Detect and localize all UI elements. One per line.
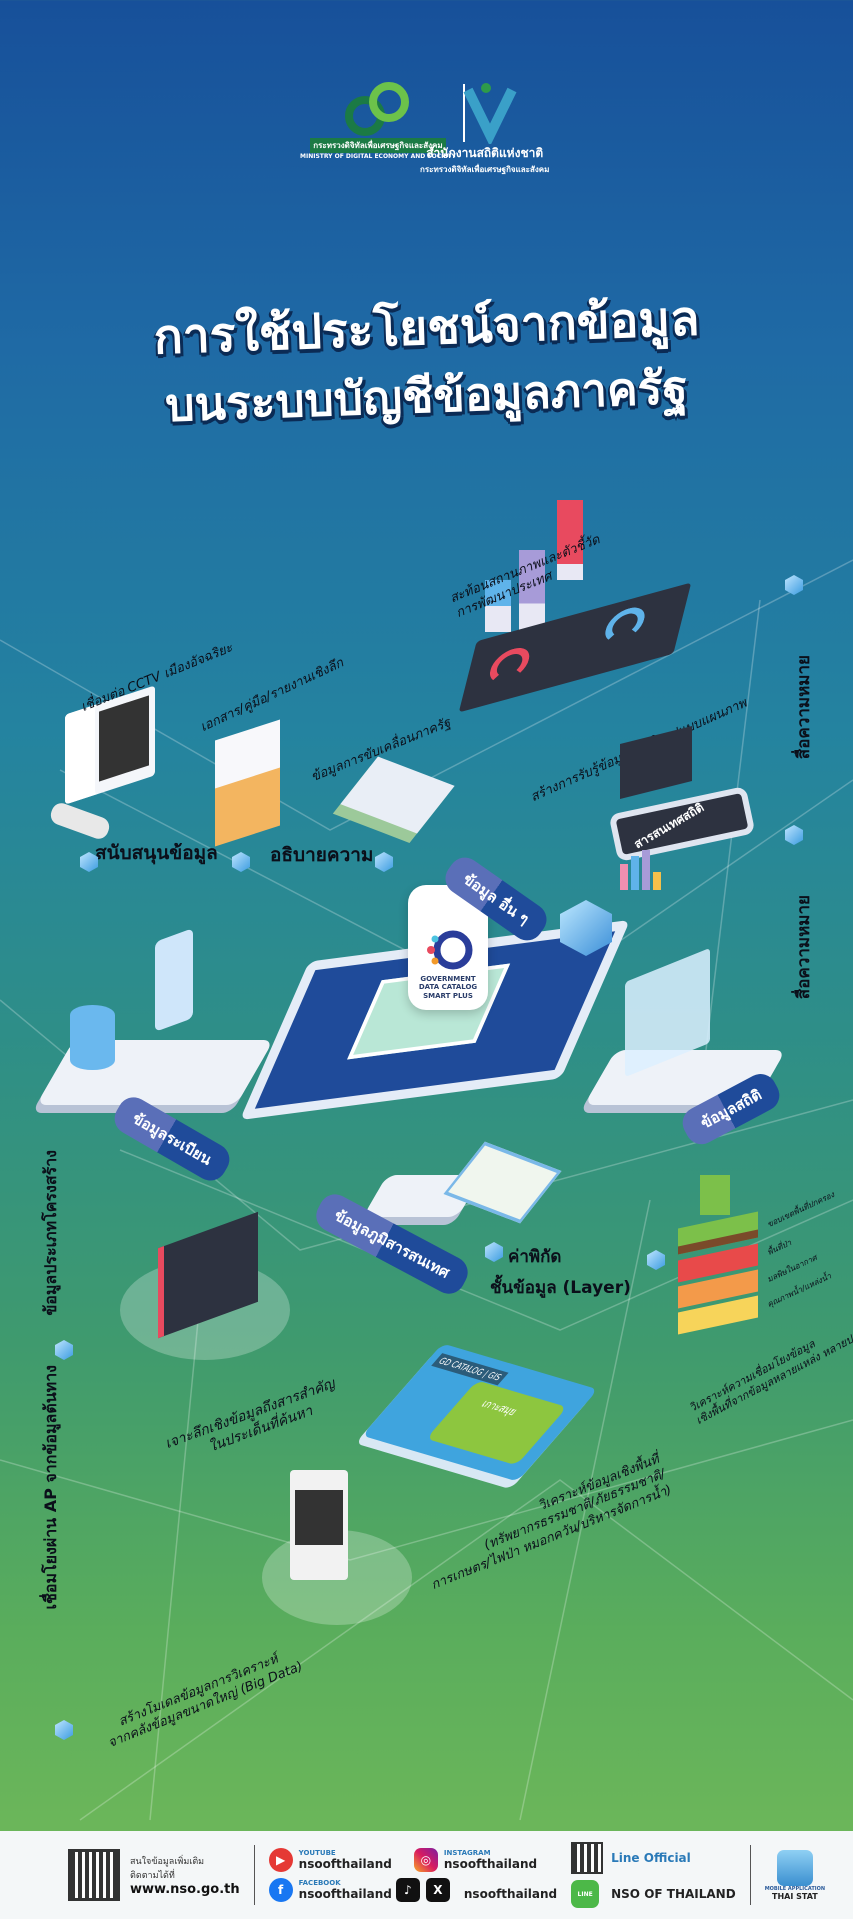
- cctv-label: เชื่อมต่อ CCTV เมืองอัจฉริยะ: [78, 640, 235, 716]
- structured-data-label: ข้อมูลประเภทโครงสร้าง: [41, 1150, 60, 1316]
- topo-map: [443, 1141, 562, 1224]
- tiktok-icon: ♪: [395, 1878, 420, 1902]
- app-name: THAI STAT: [771, 1891, 818, 1901]
- tablet-screen: [155, 928, 193, 1032]
- bigdata-server: [290, 1470, 348, 1580]
- mdes-logo: กระทรวงดิจิทัลเพื่อเศรษฐกิจและสังคม MINI…: [300, 78, 456, 160]
- gdc-line1: GOVERNMENT: [420, 974, 476, 983]
- x-icon: X: [425, 1878, 450, 1902]
- gdc-logo-card: GOVERNMENT DATA CATALOG SMART PLUS: [408, 885, 488, 1010]
- qr-code-line: [571, 1842, 604, 1874]
- meaning-label-2: สื่อความหมาย: [794, 895, 814, 1000]
- cctv-camera: [48, 800, 112, 842]
- spatial-analysis-label: วิเคราะห์ข้อมูลเชิงพื้นที่(ทรัพยากรธรรมช…: [428, 1451, 674, 1593]
- badge-registry: ข้อมูลระเบียน: [108, 1091, 236, 1187]
- cube-icon: [55, 1720, 73, 1740]
- app-label: MOBILE APPLICATION: [764, 1885, 826, 1892]
- layer-label: ชั้นข้อมูล (Layer): [490, 1278, 631, 1298]
- facebook-icon: f: [268, 1878, 293, 1902]
- layer-item: พื้นที่ป่า: [765, 1238, 793, 1258]
- instagram-icon: ◎: [413, 1848, 438, 1872]
- gdc-line3: SMART PLUS: [423, 991, 473, 1000]
- footer-more-text: สนใจข้อมูลเพิ่มเติม: [130, 1856, 205, 1867]
- cube-icon: [647, 1250, 665, 1270]
- facebook-account: nsoofthailand: [298, 1887, 392, 1901]
- meaning-label-1: สื่อความหมาย: [794, 655, 814, 760]
- mdes-name-en: MINISTRY OF DIGITAL ECONOMY AND SOCIETY: [300, 153, 456, 160]
- youtube-icon: ▶: [268, 1848, 293, 1872]
- cube-icon: [80, 852, 98, 872]
- document-folder: [215, 719, 280, 847]
- line-account[interactable]: NSO OF THAILAND: [611, 1887, 736, 1901]
- mini-bars: [620, 850, 661, 890]
- nso-logo: สำนักงานสถิติแห่งชาติ กระทรวงดิจิทัลเพื่…: [420, 80, 549, 176]
- thai-stat-app-icon: [776, 1849, 813, 1886]
- tree-icon: [700, 1175, 730, 1215]
- website-link[interactable]: www.nso.go.th: [130, 1881, 240, 1897]
- qr-code-website: [68, 1849, 120, 1901]
- nso-logo-icon: [462, 83, 517, 144]
- gis-map-title: GD CATALOG | GIS: [431, 1353, 509, 1386]
- instagram-label: INSTAGRAM: [443, 1849, 491, 1857]
- cube-icon: [375, 852, 393, 872]
- mdes-logo-icon: [344, 82, 409, 136]
- youtube-account: nsoofthailand: [298, 1857, 392, 1871]
- tiktok-x-account: nsoofthailand: [463, 1887, 558, 1901]
- instagram-account: nsoofthailand: [443, 1857, 538, 1871]
- api-link-label: เชื่อมโยงผ่าน AP จากข้อมูลต้นทาง: [41, 1365, 60, 1610]
- db-cylinder: [70, 1005, 115, 1070]
- stat-screen: [620, 726, 692, 799]
- thai-stat-app[interactable]: MOBILE APPLICATION THAI STAT: [764, 1849, 826, 1901]
- cube-icon: [485, 1242, 503, 1262]
- explain-label: อธิบายความ: [270, 844, 374, 866]
- coordinates-label: ค่าพิกัด: [508, 1247, 562, 1267]
- divider: [253, 1845, 255, 1905]
- drill-down-label: เจาะลึกเชิงข้อมูลถึงสารสำคัญในประเด็นที่…: [163, 1375, 337, 1455]
- youtube-label: YOUTUBE: [298, 1849, 336, 1857]
- layer-item: ขอบเขตพื้นที่ปกครอง: [765, 1190, 836, 1230]
- cube-icon: [55, 1340, 73, 1360]
- line-icon: LINE: [571, 1880, 600, 1908]
- footer-follow-text: ติดตามได้ที่: [130, 1870, 175, 1881]
- cube-icon: [785, 825, 803, 845]
- divider: [749, 1845, 751, 1905]
- big-data-label: สร้างโมเดลข้อมูลการวิเคราะห์จากคลังข้อมู…: [105, 1651, 306, 1752]
- stat-screen-title: สารสนเทศสถิติ: [631, 800, 707, 852]
- footer: สนใจข้อมูลเพิ่มเติม ติดตามได้ที่ www.nso…: [0, 1831, 853, 1919]
- nso-name-th: สำนักงานสถิติแห่งชาติ: [426, 146, 544, 160]
- support-label: สนับสนุนข้อมูล: [95, 842, 218, 864]
- mdes-name-th: กระทรวงดิจิทัลเพื่อเศรษฐกิจและสังคม: [310, 138, 446, 153]
- gis-map-panel: GD CATALOG | GIS เกาะสมุย: [361, 1343, 599, 1482]
- line-official-label: Line Official: [611, 1851, 691, 1865]
- facebook-label: FACEBOOK: [298, 1879, 341, 1887]
- cube-icon: [232, 852, 250, 872]
- gdc-logo-icon: [427, 930, 473, 970]
- gdc-line2: DATA CATALOG: [418, 983, 478, 992]
- cube-icon: [785, 575, 803, 595]
- nso-name-sub: กระทรวงดิจิทัลเพื่อเศรษฐกิจและสังคม: [420, 165, 550, 174]
